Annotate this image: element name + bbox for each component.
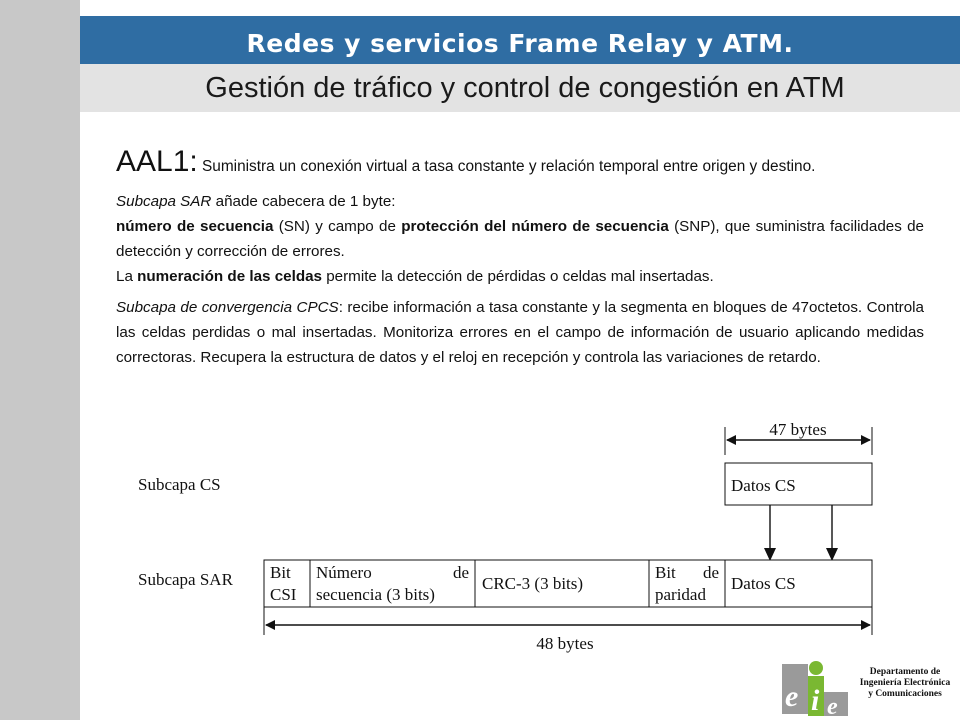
slide-content: AAL1: Suministra un conexión virtual a t… xyxy=(116,144,924,370)
paridad-line2: paridad xyxy=(655,585,706,604)
aal1-structure-diagram: 47 bytes Subcapa CS Datos CS Subcapa SAR… xyxy=(138,420,873,653)
logo-left-block xyxy=(782,664,808,714)
left-sidebar-bar xyxy=(0,0,80,720)
cells-prefix: La xyxy=(116,268,138,285)
dept-line2: Ingeniería Electrónica xyxy=(859,678,951,688)
snp-text: (SNP), que suministra facilidades de det… xyxy=(116,218,924,260)
paridad-line1a: Bit xyxy=(655,563,676,582)
cs-down-arrowhead-right xyxy=(826,548,838,561)
sar-cell-box xyxy=(263,559,873,608)
logo-middle-block xyxy=(808,676,824,716)
dept-line3: y Comunicaciones xyxy=(868,689,942,699)
aal1-label: AAL1: xyxy=(116,145,198,178)
cpcs-text: : recibe información a tasa constante y … xyxy=(116,299,924,366)
department-label: Departamento de Ingeniería Electrónica y… xyxy=(850,667,960,700)
sar-paragraph: Subcapa SAR añade cabecera de 1 byte: nú… xyxy=(116,189,924,289)
slide-title: Redes y servicios Frame Relay y ATM. xyxy=(80,16,960,64)
logo-dot xyxy=(809,661,823,675)
slide-subtitle: Gestión de tráfico y control de congesti… xyxy=(80,64,960,112)
eie-logo: e i e xyxy=(782,661,848,716)
logo-letter-i: i xyxy=(811,684,820,716)
sn-term: número de secuencia xyxy=(116,218,274,235)
cpcs-paragraph: Subcapa de convergencia CPCS: recibe inf… xyxy=(116,295,924,370)
cpcs-term: Subcapa de convergencia CPCS xyxy=(116,299,339,316)
sar-text: añade cabecera de 1 byte: xyxy=(211,193,396,210)
bit-csi-line1: Bit xyxy=(270,563,291,582)
subcapa-cs-label: Subcapa CS xyxy=(138,475,221,494)
cells-term: numeración de las celdas xyxy=(137,268,322,285)
datos-cs-top-label: Datos CS xyxy=(731,476,796,495)
sn-text: (SN) y campo de xyxy=(273,218,402,235)
numero-line1b: de xyxy=(453,563,469,582)
aal1-intro: AAL1: Suministra un conexión virtual a t… xyxy=(116,144,924,185)
cells-text: permite la detección de pérdidas o celda… xyxy=(322,268,714,285)
datos-cs-top-box xyxy=(724,462,873,506)
numero-line1a: Número xyxy=(316,563,372,582)
numero-line2: secuencia (3 bits) xyxy=(316,585,435,604)
snp-term: protección del número de secuencia xyxy=(401,218,669,235)
header-top-strip xyxy=(80,0,960,16)
bytes-48-label: 48 bytes xyxy=(536,634,593,653)
logo-right-block xyxy=(824,692,848,716)
cs-down-arrowhead-left xyxy=(764,548,776,561)
logo-letter-e2: e xyxy=(827,694,838,716)
sar-term: Subcapa SAR xyxy=(116,193,212,210)
datos-cs-bottom-label: Datos CS xyxy=(731,574,796,593)
bytes-47-label: 47 bytes xyxy=(769,420,826,439)
aal1-description: Suministra un conexión virtual a tasa co… xyxy=(197,158,816,175)
crc-label: CRC-3 (3 bits) xyxy=(482,574,583,593)
dept-line1: Departamento de xyxy=(869,667,941,677)
bit-csi-line2: CSI xyxy=(270,585,297,604)
subcapa-sar-label: Subcapa SAR xyxy=(138,570,234,589)
paridad-line1b: de xyxy=(703,563,719,582)
logo-letter-e1: e xyxy=(785,680,798,713)
